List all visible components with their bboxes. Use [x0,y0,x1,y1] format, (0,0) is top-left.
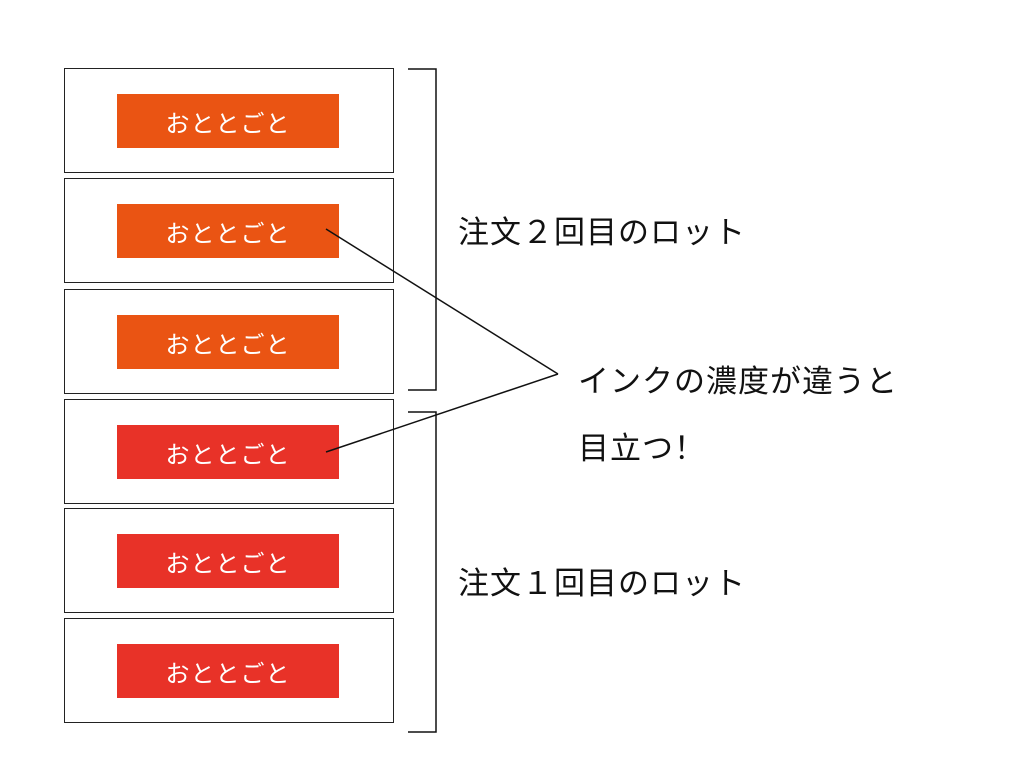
label-card-3: おととごと [64,289,394,394]
callout-text-line2: 目立つ！ [578,431,706,467]
label-sticker: おととごと [117,425,339,479]
label-sticker: おととごと [117,534,339,588]
callout-line-lot2 [325,228,559,375]
label-card-6: おととごと [64,618,394,723]
bracket-lot1 [408,411,437,733]
bracket-lot2 [408,68,437,391]
label-sticker: おととごと [117,315,339,369]
lot1-caption: 注文１回目のロット [458,566,746,602]
label-sticker: おととごと [117,204,339,258]
label-card-4: おととごと [64,399,394,504]
label-card-5: おととごと [64,508,394,613]
label-sticker: おととごと [117,94,339,148]
callout-text-line1: インクの濃度が違うと [578,364,898,400]
lot2-caption: 注文２回目のロット [458,215,746,251]
label-card-1: おととごと [64,68,394,173]
label-sticker: おととごと [117,644,339,698]
callout-line-lot1 [325,373,559,453]
label-card-2: おととごと [64,178,394,283]
